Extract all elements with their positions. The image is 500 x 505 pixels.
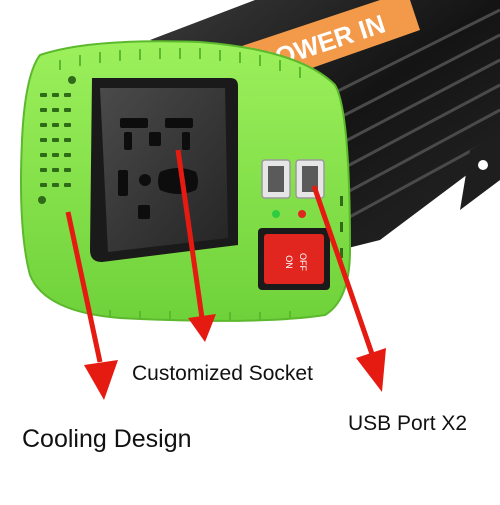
arrow-usb xyxy=(311,185,386,392)
ac-socket xyxy=(90,78,238,262)
arrow-cooling xyxy=(65,211,118,400)
callout-usb-port: USB Port X2 xyxy=(348,412,468,435)
inverter-housing xyxy=(150,0,500,250)
switch-on-label: ON xyxy=(284,255,294,269)
green-led xyxy=(272,210,280,218)
callout-customized-socket: Customized Socket xyxy=(132,362,313,385)
power-switch: ON OFF xyxy=(258,228,330,290)
arrow-socket xyxy=(175,149,216,342)
red-led xyxy=(298,210,306,218)
side-vents xyxy=(340,196,343,258)
cooling-vent-grid xyxy=(38,76,76,204)
switch-off-label: OFF xyxy=(298,253,308,271)
callout-cooling-design: Cooling Design xyxy=(22,425,192,453)
